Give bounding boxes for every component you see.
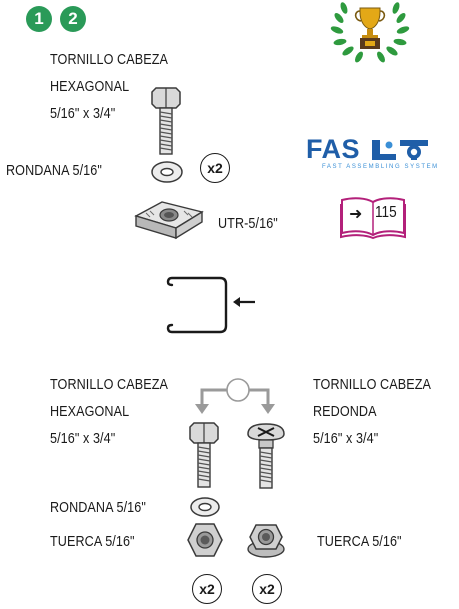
page-ref-arrow: ➜ bbox=[349, 204, 363, 223]
page-ref-number[interactable]: 115 bbox=[375, 204, 397, 221]
nut-label-top: UTR-5/16" bbox=[218, 215, 278, 232]
hex-bolt-label-bottom: TORNILLO CABEZA HEXAGONAL 5/16" x 3/4" bbox=[50, 376, 168, 447]
step-1-badge: 1 bbox=[26, 6, 52, 32]
nut-right-label: TUERCA 5/16" bbox=[317, 533, 402, 550]
brand-name: FAS bbox=[306, 134, 361, 164]
hex-bolt-label-top: TORNILLO CABEZA HEXAGONAL 5/16" x 3/4" bbox=[50, 51, 168, 122]
washer-icon-bottom bbox=[190, 497, 220, 517]
step-2-badge: 2 bbox=[60, 6, 86, 32]
carriage-bolt-label: TORNILLO CABEZA REDONDA 5/16" x 3/4" bbox=[313, 376, 431, 447]
quantity-badge-bottom-right: x2 bbox=[252, 574, 282, 604]
arrow-left-icon bbox=[233, 297, 255, 307]
hex-nut-icon bbox=[187, 523, 223, 557]
channel-profile-icon bbox=[166, 276, 228, 334]
hex-bolt-icon-bottom bbox=[189, 422, 219, 488]
book-icon bbox=[340, 197, 406, 240]
choice-arrows-icon bbox=[195, 378, 275, 414]
quantity-badge-bottom-left: x2 bbox=[192, 574, 222, 604]
carriage-bolt-icon bbox=[247, 423, 285, 489]
channel-nut-icon bbox=[134, 201, 204, 240]
fas-logo: FAS FAST ASSEMBLING SYSTEM bbox=[306, 134, 437, 174]
flange-nut-icon bbox=[247, 524, 285, 558]
washer-label-top: RONDANA 5/16" bbox=[6, 162, 102, 179]
washer-label-bottom: RONDANA 5/16" bbox=[50, 499, 146, 516]
brand-tagline: FAST ASSEMBLING SYSTEM bbox=[322, 164, 439, 170]
trophy-laurel-icon bbox=[330, 2, 410, 63]
quantity-badge-top: x2 bbox=[200, 153, 230, 183]
fas-logo-mark bbox=[372, 140, 428, 160]
nut-left-label: TUERCA 5/16" bbox=[50, 533, 135, 550]
washer-icon bbox=[151, 161, 183, 183]
hex-bolt-icon bbox=[151, 87, 181, 155]
